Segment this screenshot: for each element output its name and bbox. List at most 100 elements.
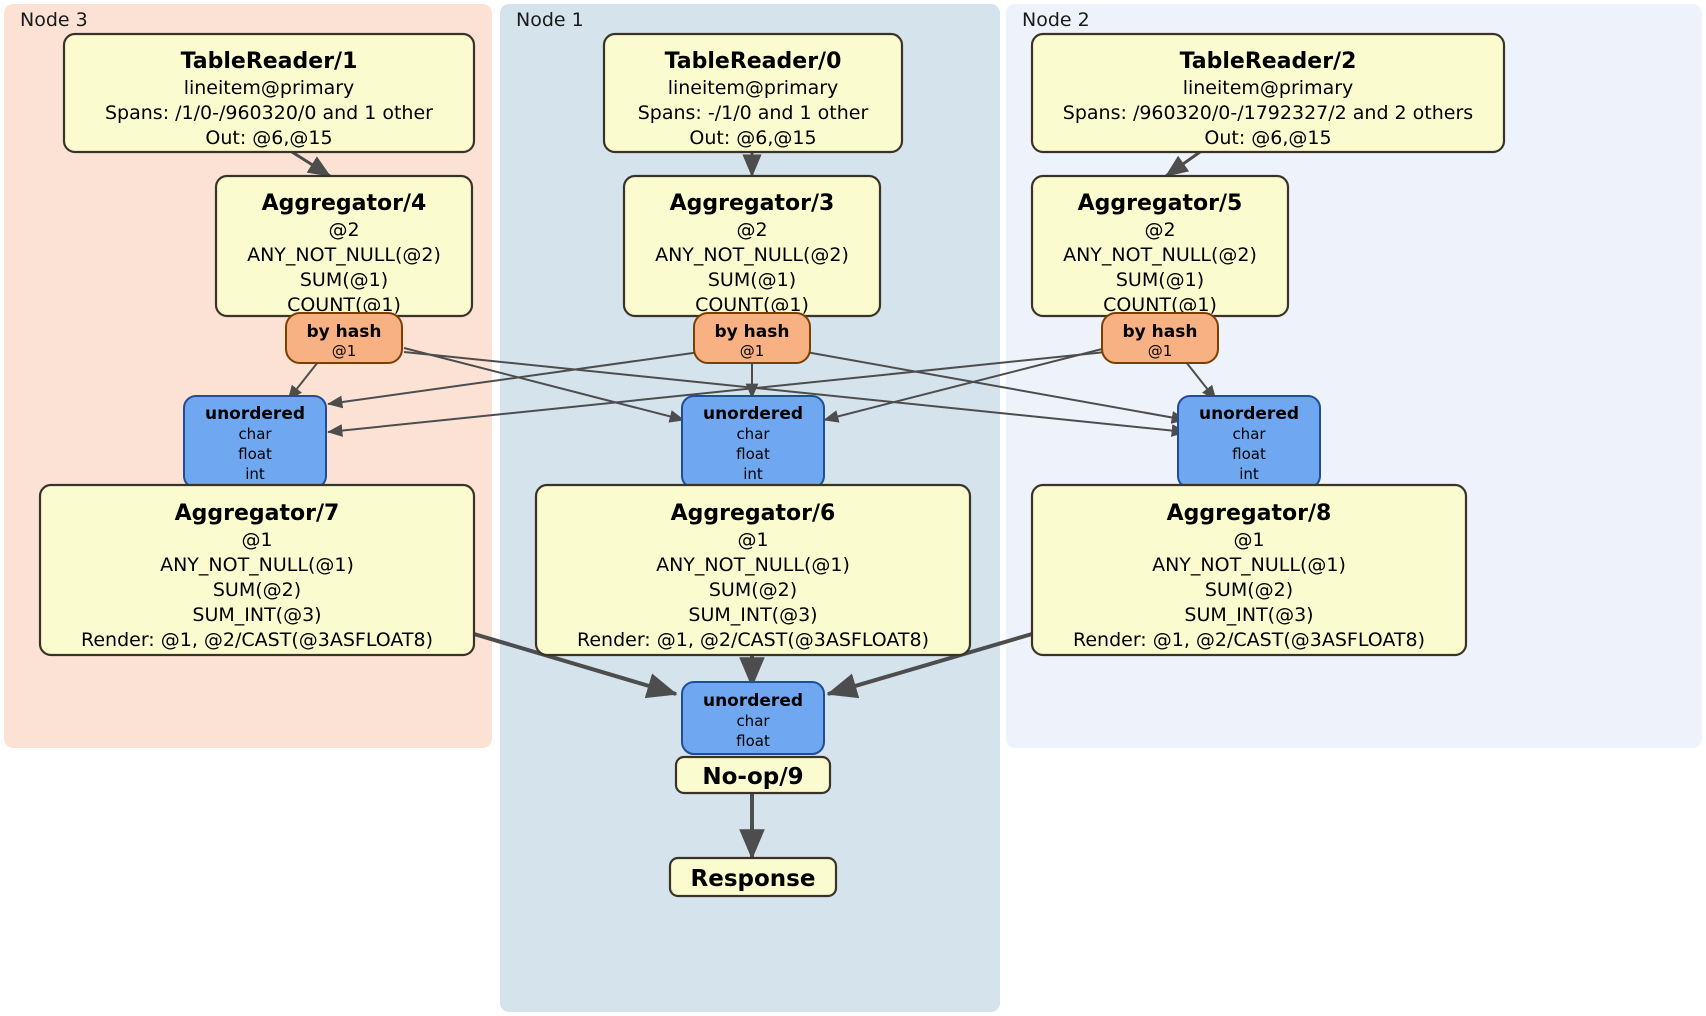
edge-hash5-sync7 bbox=[327, 351, 1107, 437]
node-title: Aggregator/5 bbox=[1078, 191, 1243, 216]
synchronizer-unordered-6[interactable]: unordered char float int bbox=[681, 395, 825, 489]
node-line: ANY_NOT_NULL(@2) bbox=[1063, 244, 1257, 266]
panel-label-node2: Node 2 bbox=[1022, 9, 1090, 31]
node-line: Spans: /960320/0-/1792327/2 and 2 others bbox=[1063, 102, 1473, 124]
panel-label-node1: Node 1 bbox=[516, 9, 584, 31]
node-line: COUNT(@1) bbox=[287, 294, 401, 316]
node-line: SUM(@2) bbox=[709, 579, 797, 601]
edge-tr1-agg4 bbox=[291, 150, 332, 178]
node-line: SUM_INT(@3) bbox=[688, 604, 817, 626]
node-line: Out: @6,@15 bbox=[205, 127, 332, 149]
sync-line: char bbox=[736, 425, 770, 443]
node-line: ANY_NOT_NULL(@2) bbox=[247, 244, 441, 266]
node-title: Aggregator/4 bbox=[262, 191, 427, 216]
sync-line: char bbox=[1232, 425, 1266, 443]
router-line: @1 bbox=[332, 342, 357, 360]
node-line: lineitem@primary bbox=[184, 77, 355, 99]
router-by-hash-5[interactable]: by hash @1 bbox=[1101, 312, 1219, 364]
router-by-hash-3[interactable]: by hash @1 bbox=[693, 312, 811, 364]
node-line: SUM(@2) bbox=[1205, 579, 1293, 601]
node-line: SUM(@1) bbox=[300, 269, 388, 291]
sync-line: char bbox=[736, 712, 770, 730]
edge-hash4-sync7 bbox=[287, 361, 319, 401]
node-title: TableReader/0 bbox=[665, 49, 842, 74]
node-title: Response bbox=[691, 866, 816, 892]
node-line: Spans: -/1/0 and 1 other bbox=[638, 102, 869, 124]
synchronizer-unordered-7[interactable]: unordered char float int bbox=[183, 395, 327, 489]
node-line: @1 bbox=[1233, 529, 1264, 551]
node-line: SUM(@1) bbox=[1116, 269, 1204, 291]
node-tablereader-1[interactable]: TableReader/1 lineitem@primary Spans: /1… bbox=[62, 32, 476, 154]
node-line: lineitem@primary bbox=[668, 77, 839, 99]
node-line: Render: @1, @2/CAST(@3ASFLOAT8) bbox=[81, 629, 433, 651]
node-response[interactable]: Response bbox=[668, 856, 838, 898]
node-no-op-9[interactable]: No-op/9 bbox=[674, 755, 832, 795]
node-tablereader-0[interactable]: TableReader/0 lineitem@primary Spans: -/… bbox=[602, 32, 904, 154]
router-title: by hash bbox=[1123, 322, 1198, 342]
node-line: ANY_NOT_NULL(@1) bbox=[160, 554, 354, 576]
sync-line: float bbox=[736, 732, 770, 750]
sync-title: unordered bbox=[703, 404, 803, 424]
synchronizer-unordered-8[interactable]: unordered char float int bbox=[1177, 395, 1321, 489]
sync-line: float bbox=[238, 445, 272, 463]
node-line: ANY_NOT_NULL(@1) bbox=[1152, 554, 1346, 576]
node-line: COUNT(@1) bbox=[695, 294, 809, 316]
router-title: by hash bbox=[715, 322, 790, 342]
node-line: Render: @1, @2/CAST(@3ASFLOAT8) bbox=[1073, 629, 1425, 651]
node-aggregator-8[interactable]: Aggregator/8 @1 ANY_NOT_NULL(@1) SUM(@2)… bbox=[1030, 483, 1468, 657]
node-line: SUM_INT(@3) bbox=[192, 604, 321, 626]
panel-label-node3: Node 3 bbox=[20, 9, 88, 31]
node-aggregator-5[interactable]: Aggregator/5 @2 ANY_NOT_NULL(@2) SUM(@1)… bbox=[1030, 174, 1290, 318]
edge-hash4-sync8 bbox=[403, 351, 1187, 437]
node-line: Render: @1, @2/CAST(@3ASFLOAT8) bbox=[577, 629, 929, 651]
edge-hash5-sync8 bbox=[1185, 361, 1217, 401]
sync-line: float bbox=[1232, 445, 1266, 463]
node-line: COUNT(@1) bbox=[1103, 294, 1217, 316]
edge-agg7-sync9 bbox=[473, 632, 678, 699]
router-title: by hash bbox=[307, 322, 382, 342]
node-title: Aggregator/6 bbox=[671, 501, 836, 526]
node-line: Out: @6,@15 bbox=[1204, 127, 1331, 149]
edge-layer-bottom bbox=[473, 632, 1033, 860]
node-line: @1 bbox=[737, 529, 768, 551]
node-title: Aggregator/8 bbox=[1167, 501, 1332, 526]
node-aggregator-3[interactable]: Aggregator/3 @2 ANY_NOT_NULL(@2) SUM(@1)… bbox=[622, 174, 882, 318]
edge-hash3-sync7 bbox=[327, 351, 701, 409]
node-line: Out: @6,@15 bbox=[689, 127, 816, 149]
sync-title: unordered bbox=[703, 691, 803, 711]
router-line: @1 bbox=[740, 342, 765, 360]
sync-line: int bbox=[743, 465, 763, 483]
node-tablereader-2[interactable]: TableReader/2 lineitem@primary Spans: /9… bbox=[1030, 32, 1506, 154]
sync-line: int bbox=[1239, 465, 1259, 483]
edge-layer-crossing bbox=[287, 347, 1217, 437]
node-line: SUM(@2) bbox=[213, 579, 301, 601]
sync-line: float bbox=[736, 445, 770, 463]
node-title: No-op/9 bbox=[702, 764, 803, 790]
node-title: TableReader/1 bbox=[181, 49, 358, 74]
node-title: TableReader/2 bbox=[1180, 49, 1357, 74]
node-line: @2 bbox=[736, 219, 767, 241]
synchronizer-unordered-9[interactable]: unordered char float bbox=[681, 681, 825, 755]
node-title: Aggregator/7 bbox=[175, 501, 340, 526]
node-aggregator-7[interactable]: Aggregator/7 @1 ANY_NOT_NULL(@1) SUM(@2)… bbox=[38, 483, 476, 657]
edge-tr2-agg5 bbox=[1165, 150, 1201, 178]
sync-title: unordered bbox=[205, 404, 305, 424]
node-line: @2 bbox=[1144, 219, 1175, 241]
router-line: @1 bbox=[1148, 342, 1173, 360]
node-line: @1 bbox=[241, 529, 272, 551]
edge-hash5-sync6 bbox=[823, 347, 1107, 423]
node-line: ANY_NOT_NULL(@2) bbox=[655, 244, 849, 266]
edge-agg8-sync9 bbox=[826, 632, 1033, 699]
edge-hash4-sync6 bbox=[403, 347, 685, 423]
router-by-hash-4[interactable]: by hash @1 bbox=[285, 312, 403, 364]
node-line: @2 bbox=[328, 219, 359, 241]
node-line: SUM_INT(@3) bbox=[1184, 604, 1313, 626]
sync-title: unordered bbox=[1199, 404, 1299, 424]
node-aggregator-6[interactable]: Aggregator/6 @1 ANY_NOT_NULL(@1) SUM(@2)… bbox=[534, 483, 972, 657]
sync-line: int bbox=[245, 465, 265, 483]
node-title: Aggregator/3 bbox=[670, 191, 835, 216]
node-aggregator-4[interactable]: Aggregator/4 @2 ANY_NOT_NULL(@2) SUM(@1)… bbox=[214, 174, 474, 318]
node-line: ANY_NOT_NULL(@1) bbox=[656, 554, 850, 576]
